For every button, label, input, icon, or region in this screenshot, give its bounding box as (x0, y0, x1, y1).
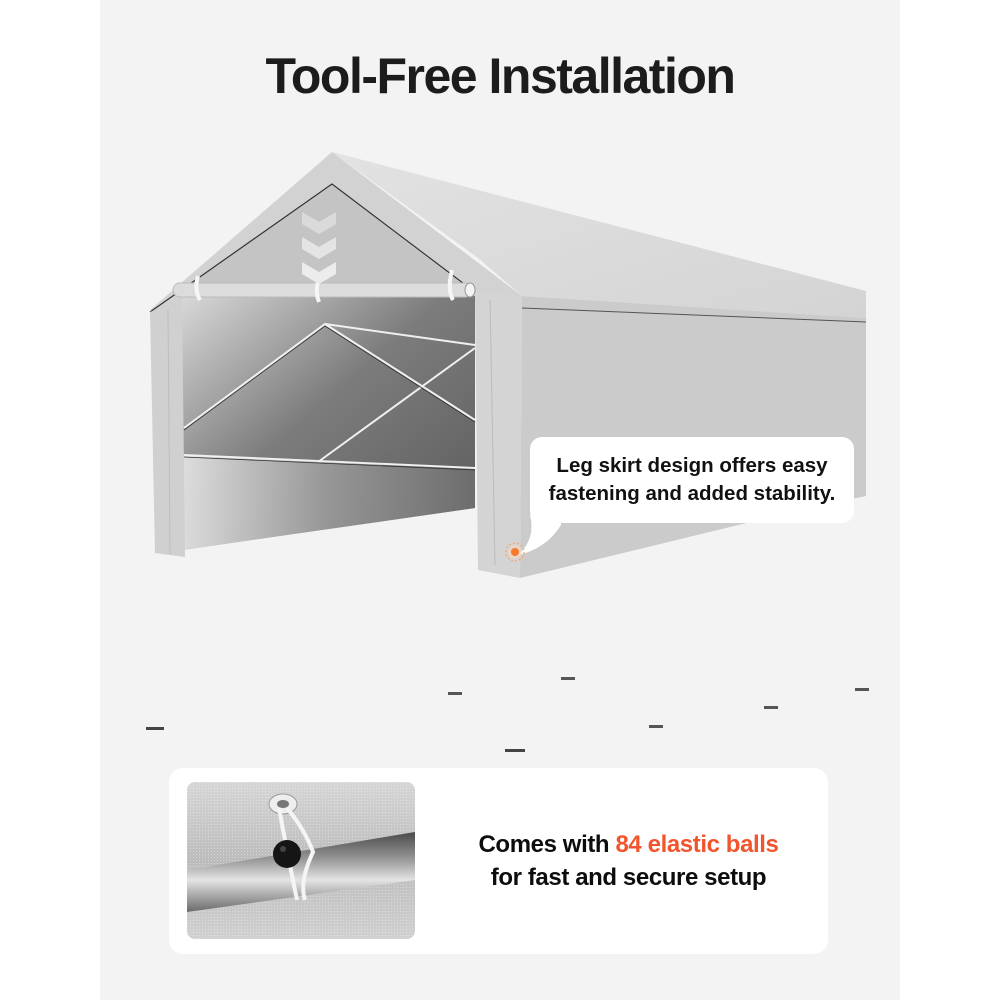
leg-skirt-callout: Leg skirt design offers easy fastening a… (530, 437, 854, 523)
feature-card-text: Comes with 84 elastic balls for fast and… (429, 768, 828, 954)
down-chevrons-icon (302, 212, 336, 284)
feature-highlight: 84 elastic balls (615, 831, 779, 858)
elastic-ball-photo (187, 782, 415, 939)
feature-card: Comes with 84 elastic balls for fast and… (169, 768, 828, 954)
hotspot-marker-icon (505, 542, 525, 562)
callout-line-2: fastening and added stability. (548, 482, 836, 505)
feature-prefix: Comes with (478, 831, 616, 858)
feature-line-1: Comes with 84 elastic balls (479, 828, 779, 861)
feature-line-2: for fast and secure setup (490, 864, 767, 891)
callout-tail (518, 515, 561, 555)
callout-line-1: Leg skirt design offers easy (556, 454, 828, 477)
page-title: Tool-Free Installation (265, 48, 736, 104)
